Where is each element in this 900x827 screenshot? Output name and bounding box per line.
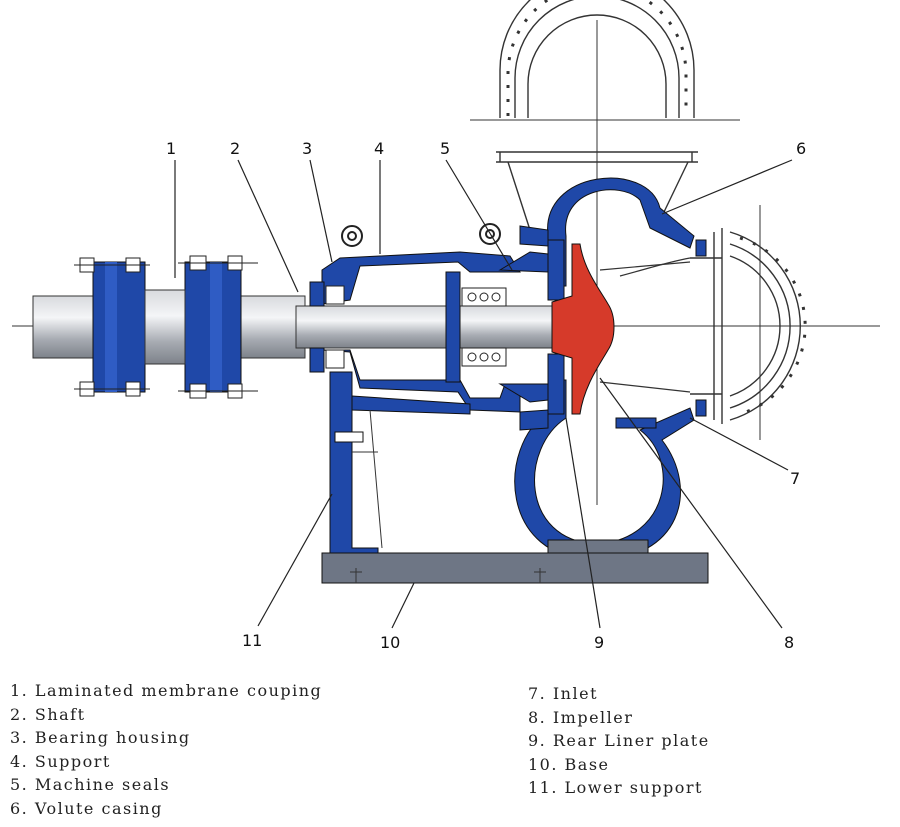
coupling (32, 255, 306, 399)
callout-2: 2 (230, 139, 240, 158)
bearings (325, 285, 507, 369)
legend-right: 7. Inlet 8. Impeller 9. Rear Liner plate… (528, 682, 710, 800)
callout-3: 3 (302, 139, 312, 158)
legend-item-9: 9. Rear Liner plate (528, 731, 710, 750)
legend-item-10: 10. Base (528, 754, 610, 774)
callout-labels: 1 2 3 4 5 6 7 8 9 10 11 (166, 139, 806, 652)
shaft (295, 305, 567, 349)
legend-item-2: 2. Shaft (10, 704, 86, 724)
legend-item-11: 11. Lower support (528, 778, 703, 797)
bearing-housing (309, 251, 549, 413)
legend-item-4: 4. Support (10, 751, 111, 771)
leader-lines (174, 159, 793, 629)
callout-11: 11 (242, 631, 262, 650)
legend-item-3: 3. Bearing housing (10, 728, 191, 747)
inlet-pipe (599, 257, 691, 393)
legend-left: 1. Laminated membrane couping 2. Shaft 3… (10, 679, 322, 820)
callout-10: 10 (380, 633, 400, 652)
callout-8: 8 (784, 633, 794, 652)
lower-support (329, 371, 471, 557)
callout-9: 9 (594, 633, 604, 652)
rear-liner-plate (547, 239, 565, 415)
callout-1: 1 (166, 139, 176, 158)
legend-item-1: 1. Laminated membrane couping (10, 681, 323, 700)
callout-6: 6 (796, 139, 806, 158)
callout-4: 4 (374, 139, 384, 158)
volute-casing (514, 177, 707, 561)
callout-7: 7 (790, 469, 800, 488)
lifting-lugs (341, 223, 501, 247)
legend-item-6: 6. Volute casing (10, 798, 163, 818)
legend-item-8: 8. Impeller (528, 707, 634, 727)
legend-item-7: 7. Inlet (528, 684, 598, 703)
base (321, 552, 709, 584)
impeller (551, 243, 615, 415)
inlet-flange-right (690, 228, 807, 424)
lower-support-outline (352, 409, 383, 549)
callout-5: 5 (440, 139, 450, 158)
legend-item-5: 5. Machine seals (10, 775, 171, 794)
outlet-flange-top (496, 0, 698, 231)
